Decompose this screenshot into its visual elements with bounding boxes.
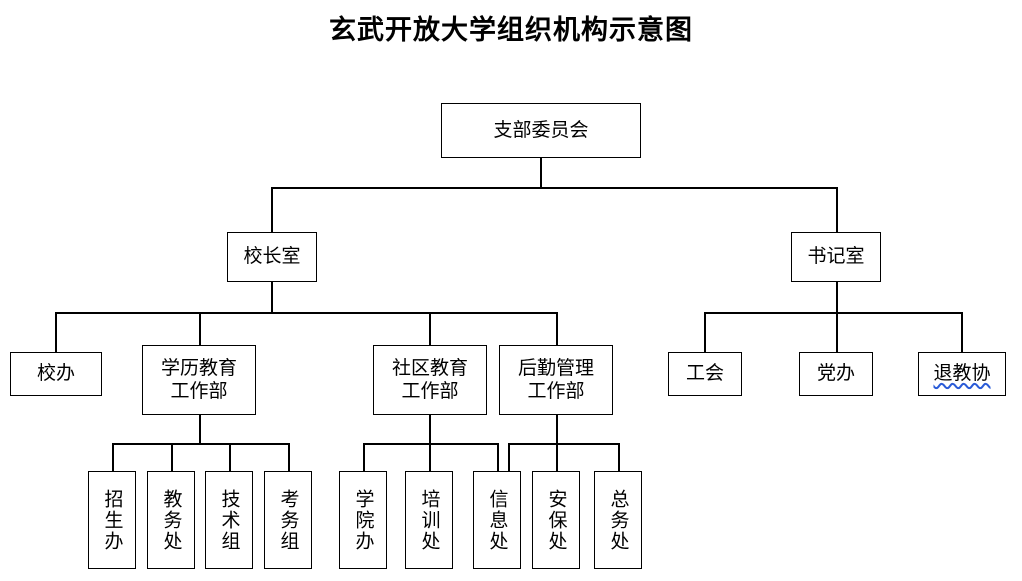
- node-label: 技术组: [218, 488, 241, 552]
- node-party-branch-committee[interactable]: 支部委员会: [441, 103, 641, 158]
- node-label: 学历教育 工作部: [160, 356, 237, 402]
- node-examination-group[interactable]: 考务组: [264, 471, 312, 569]
- node-secretary-office[interactable]: 书记室: [791, 232, 881, 282]
- edge-principal-bus: [55, 312, 558, 315]
- node-label: 后勤管理 工作部: [517, 356, 594, 402]
- node-information-office[interactable]: 信息处: [473, 471, 521, 569]
- edge-drop-xinxi-right: [508, 443, 511, 471]
- edge-xueli-stem: [199, 415, 202, 445]
- edge-level1-bus: [271, 187, 838, 190]
- edge-houqin-bus: [508, 443, 620, 446]
- node-label: 招生办: [101, 488, 124, 552]
- edge-drop-xueyuanban: [363, 443, 366, 471]
- edge-drop-jishu: [229, 443, 232, 471]
- edge-drop-tuijiaoxie: [961, 312, 964, 352]
- edge-drop-xinxi-left: [497, 443, 500, 471]
- edge-houqin-stem: [556, 415, 559, 445]
- edge-drop-principal: [271, 187, 274, 232]
- edge-drop-dangban: [836, 312, 839, 352]
- node-party-office[interactable]: 党办: [799, 352, 873, 396]
- node-training-office[interactable]: 培训处: [405, 471, 453, 569]
- node-labor-union[interactable]: 工会: [668, 352, 742, 396]
- edge-drop-secretary: [836, 187, 839, 232]
- edge-drop-shequ: [429, 312, 432, 352]
- node-admissions-office[interactable]: 招生办: [88, 471, 136, 569]
- edge-drop-xiaoban: [55, 312, 58, 352]
- page-title: 玄武开放大学组织机构示意图: [329, 15, 693, 46]
- edge-drop-zhaosheng: [112, 443, 115, 471]
- node-academic-education-dept[interactable]: 学历教育 工作部: [142, 345, 256, 415]
- node-community-education-dept[interactable]: 社区教育 工作部: [373, 345, 487, 415]
- edge-shequ-stem: [429, 415, 432, 445]
- node-label: 工会: [685, 362, 724, 385]
- edge-drop-gonghui: [704, 312, 707, 352]
- node-label: 党办: [816, 362, 855, 385]
- node-retired-teachers-association[interactable]: 退教协: [918, 352, 1006, 396]
- edge-drop-houqin: [556, 312, 559, 352]
- edge-drop-anbao: [556, 443, 559, 471]
- node-college-office[interactable]: 学院办: [339, 471, 387, 569]
- edge-xueli-bus: [112, 443, 289, 446]
- node-label: 教务处: [160, 488, 183, 552]
- edge-principal-stem: [271, 282, 274, 314]
- node-label: 校长室: [243, 245, 301, 268]
- node-label: 书记室: [807, 245, 865, 268]
- edge-root-stem: [540, 157, 543, 189]
- edge-drop-peixun: [429, 443, 432, 471]
- edge-drop-kaowu: [288, 443, 291, 471]
- node-label: 安保处: [545, 488, 568, 552]
- edge-secretary-bus: [704, 312, 963, 315]
- edge-secretary-stem: [836, 282, 839, 314]
- node-technology-group[interactable]: 技术组: [205, 471, 253, 569]
- edge-drop-jiaowu: [171, 443, 174, 471]
- node-general-affairs-office[interactable]: 总务处: [594, 471, 642, 569]
- node-logistics-management-dept[interactable]: 后勤管理 工作部: [499, 345, 613, 415]
- node-label: 信息处: [486, 488, 509, 552]
- node-label: 学院办: [352, 488, 375, 552]
- node-label: 考务组: [277, 488, 300, 552]
- node-label: 培训处: [418, 488, 441, 552]
- node-label: 支部委员会: [493, 118, 589, 141]
- node-label: 退教协: [933, 362, 991, 385]
- node-security-office[interactable]: 安保处: [532, 471, 580, 569]
- node-label: 总务处: [607, 488, 630, 552]
- edge-drop-zongwu: [618, 443, 621, 471]
- node-label: 社区教育 工作部: [391, 356, 468, 402]
- node-academic-affairs-office[interactable]: 教务处: [147, 471, 195, 569]
- edge-drop-xueli: [199, 312, 202, 352]
- node-principal-office[interactable]: 校长室: [227, 232, 317, 282]
- node-school-office[interactable]: 校办: [10, 352, 102, 396]
- node-label: 校办: [36, 362, 75, 385]
